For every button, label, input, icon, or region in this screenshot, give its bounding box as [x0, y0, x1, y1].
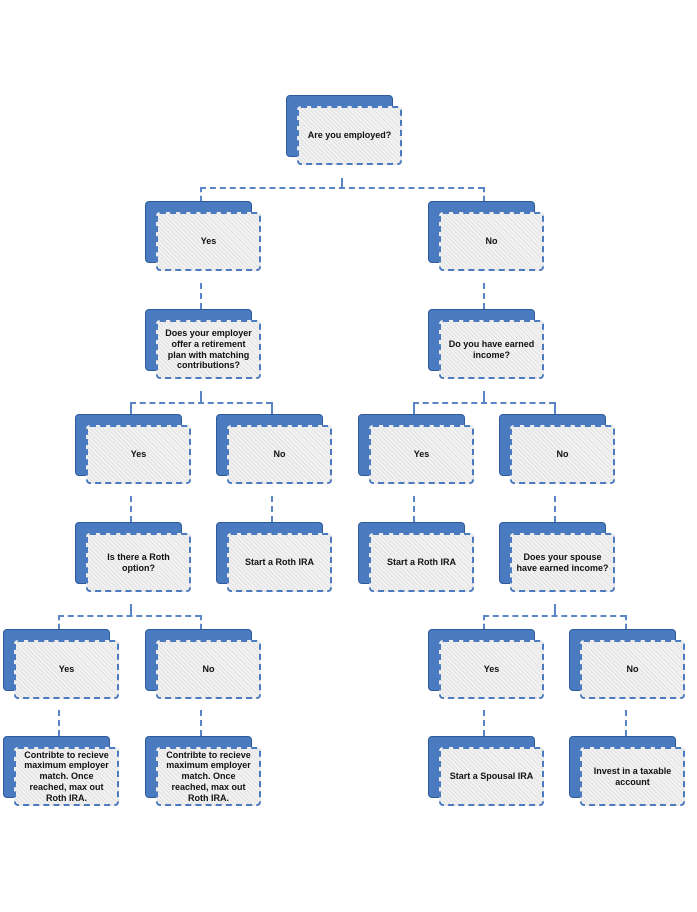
node-front: Contribte to recieve maximum employer ma… — [156, 747, 261, 806]
spouse-income-question-node: Does your spouse have earned income? — [499, 522, 617, 594]
no-spouse-node: No — [569, 629, 687, 701]
connector — [413, 402, 555, 404]
connector — [130, 402, 132, 414]
node-front: Contribte to recieve maximum employer ma… — [14, 747, 119, 806]
node-label: Yes — [413, 449, 430, 460]
yes-plan-node: Yes — [75, 414, 193, 486]
connector — [483, 615, 485, 629]
node-front: Does your employer offer a retirement pl… — [156, 320, 261, 379]
node-front: No — [439, 212, 544, 271]
no-roth-node: No — [145, 629, 263, 701]
node-front: Start a Roth IRA — [369, 533, 474, 592]
connector — [625, 615, 627, 629]
node-label: Is there a Roth option? — [107, 551, 170, 573]
connector — [200, 615, 202, 629]
connector — [200, 710, 202, 736]
connector — [58, 615, 60, 629]
node-label: Start a Roth IRA — [244, 557, 314, 568]
node-label: No — [626, 664, 639, 675]
root-question-node: Are you employed? — [286, 95, 404, 167]
connector — [554, 604, 556, 616]
node-front: No — [510, 425, 615, 484]
node-front: Do you have earned income? — [439, 320, 544, 379]
node-label: Contribte to recieve maximum employer ma… — [24, 749, 109, 803]
node-front: Yes — [369, 425, 474, 484]
connector — [130, 402, 272, 404]
connector — [625, 710, 627, 736]
connector — [554, 402, 556, 414]
node-front: Yes — [439, 640, 544, 699]
node-front: No — [580, 640, 685, 699]
earned-income-question-node: Do you have earned income? — [428, 309, 546, 381]
node-label: No — [273, 449, 286, 460]
connector — [483, 283, 485, 309]
node-label: Contribte to recieve maximum employer ma… — [166, 749, 251, 803]
connector — [271, 402, 273, 414]
node-front: Yes — [14, 640, 119, 699]
connector — [271, 496, 273, 522]
connector — [483, 187, 485, 201]
employer-plan-question-node: Does your employer offer a retirement pl… — [145, 309, 263, 381]
connector — [58, 615, 201, 617]
start-roth-ira-node: Start a Roth IRA — [216, 522, 334, 594]
node-label: Start a Roth IRA — [386, 557, 456, 568]
node-label: No — [485, 236, 498, 247]
node-front: Invest in a taxable account — [580, 747, 685, 806]
connector — [413, 496, 415, 522]
node-label: Yes — [200, 236, 217, 247]
connector — [130, 496, 132, 522]
connector — [58, 710, 60, 736]
node-label: Yes — [483, 664, 500, 675]
node-label: Yes — [58, 664, 75, 675]
node-front: Does your spouse have earned income? — [510, 533, 615, 592]
node-front: Start a Spousal IRA — [439, 747, 544, 806]
node-front: Are you employed? — [297, 106, 402, 165]
contribute-match-node: Contribte to recieve maximum employer ma… — [145, 736, 263, 808]
yes-spouse-node: Yes — [428, 629, 546, 701]
node-front: Yes — [86, 425, 191, 484]
connector — [200, 391, 202, 403]
connector — [483, 615, 626, 617]
node-front: Is there a Roth option? — [86, 533, 191, 592]
connector — [200, 187, 484, 189]
node-front: Start a Roth IRA — [227, 533, 332, 592]
yes-income-node: Yes — [358, 414, 476, 486]
node-label: Start a Spousal IRA — [449, 771, 534, 782]
yes-roth-node: Yes — [3, 629, 121, 701]
node-label: Does your employer offer a retirement pl… — [165, 327, 252, 371]
no-income-node: No — [499, 414, 617, 486]
roth-option-question-node: Is there a Roth option? — [75, 522, 193, 594]
node-label: No — [202, 664, 215, 675]
node-front: No — [227, 425, 332, 484]
node-front: Yes — [156, 212, 261, 271]
node-label: Does your spouse have earned income? — [516, 551, 609, 573]
connector — [413, 402, 415, 414]
contribute-match-node: Contribte to recieve maximum employer ma… — [3, 736, 121, 808]
node-label: Are you employed? — [307, 130, 392, 141]
node-front: No — [156, 640, 261, 699]
connector — [130, 604, 132, 616]
start-roth-ira-node: Start a Roth IRA — [358, 522, 476, 594]
taxable-account-node: Invest in a taxable account — [569, 736, 687, 808]
spousal-ira-node: Start a Spousal IRA — [428, 736, 546, 808]
no-employed-node: No — [428, 201, 546, 273]
connector — [483, 710, 485, 736]
node-label: Do you have earned income? — [448, 338, 535, 360]
yes-employed-node: Yes — [145, 201, 263, 273]
node-label: Yes — [130, 449, 147, 460]
connector — [341, 178, 343, 188]
connector — [554, 496, 556, 522]
node-label: No — [556, 449, 569, 460]
no-plan-node: No — [216, 414, 334, 486]
connector — [200, 283, 202, 309]
connector — [483, 391, 485, 403]
connector — [200, 187, 202, 201]
node-label: Invest in a taxable account — [593, 765, 672, 787]
